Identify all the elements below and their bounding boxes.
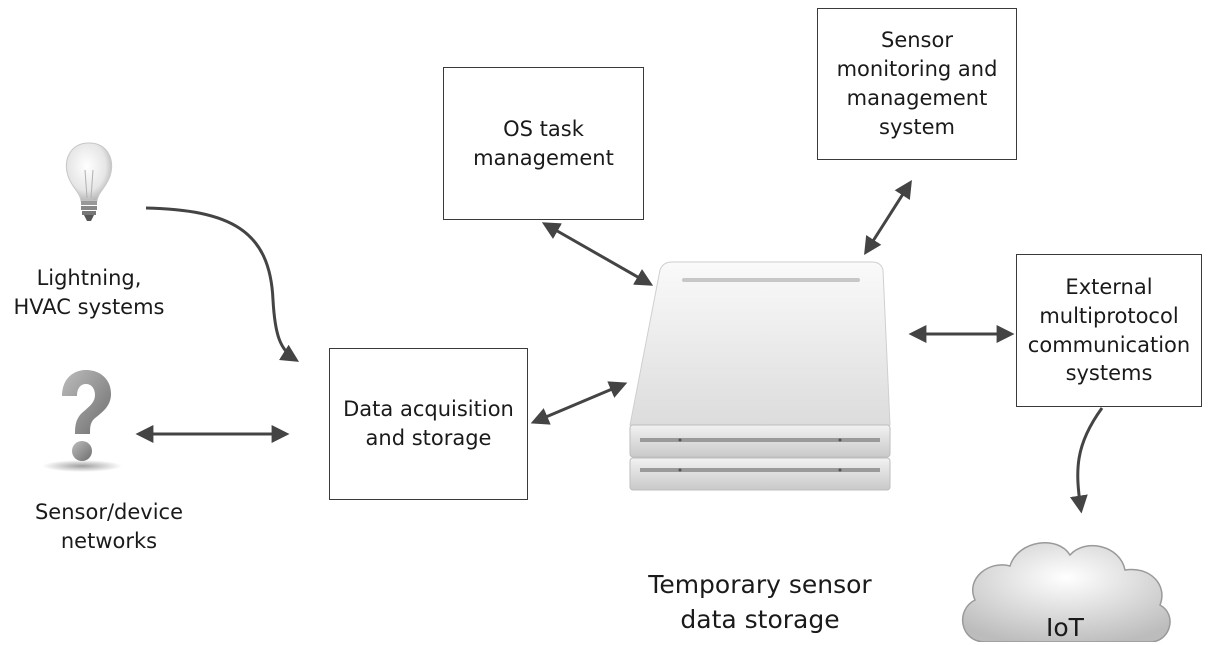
temporary-storage-label: Temporary sensor data storage [648, 570, 872, 634]
sensor-monitoring-label: Sensor monitoring and management system [836, 28, 998, 139]
question-mark-icon [42, 370, 122, 472]
external-communication-label: External multiprotocol communication sys… [1027, 274, 1191, 386]
arrow-acquisition-storage [530, 381, 628, 425]
lighting-hvac-label: Lightning, HVAC systems [13, 266, 165, 319]
lightbulb-icon [66, 142, 112, 221]
hard-drive-icon [629, 261, 891, 491]
arrow-os-storage [541, 222, 654, 286]
cloud-icon [961, 541, 1171, 642]
iot-label: IoT [1046, 613, 1084, 642]
sensor-networks-label: Sensor/device networks [34, 500, 184, 553]
os-task-management-label: OS task management [473, 116, 614, 170]
os-task-management-box: OS task management [443, 67, 644, 220]
external-communication-box: External multiprotocol communication sys… [1016, 254, 1202, 407]
sensor-monitoring-box: Sensor monitoring and management system [817, 8, 1017, 160]
arrow-external-iot [1069, 407, 1104, 514]
data-acquisition-box: Data acquisition and storage [329, 348, 528, 500]
arrow-monitor-storage [864, 179, 912, 256]
arrow-lighting-to-acquisition [145, 206, 300, 362]
data-acquisition-label: Data acquisition and storage [343, 397, 514, 450]
